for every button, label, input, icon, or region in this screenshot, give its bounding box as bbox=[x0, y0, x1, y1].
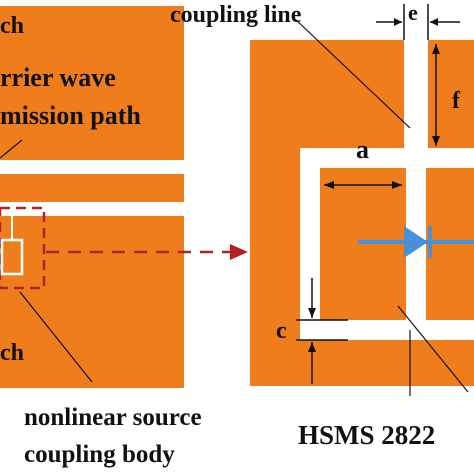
carrier-path-strip bbox=[0, 174, 184, 202]
dim-f-label: f bbox=[452, 88, 461, 114]
zoom-region-box bbox=[0, 206, 46, 290]
carrier-label-line2: mission path bbox=[0, 101, 141, 130]
left-vertical-gap bbox=[300, 148, 320, 340]
dim-a-arrowhead-left-icon bbox=[324, 181, 334, 189]
dim-e-label: e bbox=[408, 0, 418, 25]
nonlinear-label-line2: coupling body bbox=[24, 441, 175, 468]
diode-leader bbox=[397, 305, 469, 393]
carrier-leader bbox=[0, 139, 23, 159]
dim-e-arrowhead-right-icon bbox=[430, 18, 438, 26]
coupling-line-label: coupling line bbox=[170, 2, 302, 28]
dim-a-arrowhead-right-icon bbox=[392, 181, 402, 189]
coupling-line-gap bbox=[404, 40, 428, 148]
dim-c-arrowhead-top-icon bbox=[308, 308, 316, 318]
diode-icon bbox=[404, 226, 428, 258]
bottom-horizontal-gap bbox=[300, 320, 474, 340]
dim-c-label: c bbox=[276, 318, 287, 344]
nonlinear-label-line1: nonlinear source bbox=[24, 404, 202, 431]
horizontal-gap bbox=[300, 148, 474, 168]
dim-c-arrowhead-bottom-icon bbox=[308, 342, 316, 352]
patch-top-label: ch bbox=[0, 13, 24, 39]
patch-bottom-label: ch bbox=[0, 340, 24, 366]
dim-f-arrowhead-top-icon bbox=[432, 44, 440, 54]
carrier-label-line1: rrier wave bbox=[0, 63, 116, 92]
coupling-line-leader bbox=[293, 17, 411, 129]
dim-f-arrowhead-bottom-icon bbox=[432, 136, 440, 146]
dim-e-arrowhead-left-icon bbox=[394, 18, 402, 26]
nonlinear-leader bbox=[19, 291, 93, 383]
zoom-arrowhead-icon bbox=[230, 244, 248, 260]
diode-label: HSMS 2822 bbox=[298, 420, 435, 450]
top-patch bbox=[0, 6, 184, 160]
bottom-patch bbox=[0, 216, 184, 388]
dim-a-label: a bbox=[356, 135, 369, 164]
